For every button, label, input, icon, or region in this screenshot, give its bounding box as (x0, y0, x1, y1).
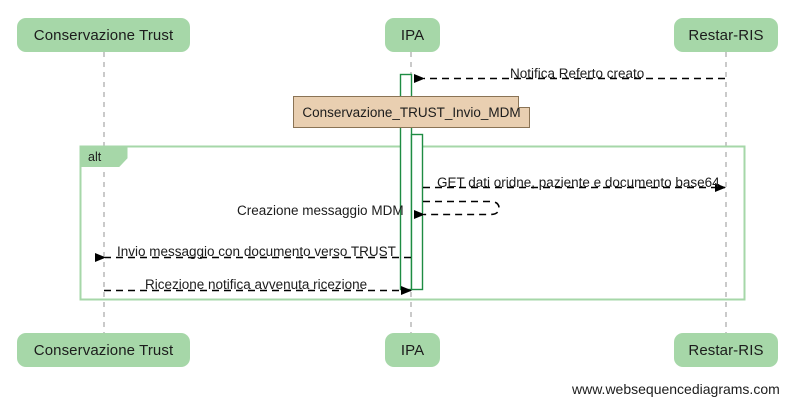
alt-operator-tab (80, 146, 128, 167)
footer-credit-link[interactable]: www.websequencediagrams.com (572, 381, 780, 397)
participant-header-label-conservazione-trust: Conservazione Trust (33, 26, 174, 44)
participant-header-restar-ris[interactable]: Restar-RIS (674, 18, 778, 52)
message-label-invio-messaggio-trust: Invio messaggio con documento verso TRUS… (117, 244, 396, 259)
participant-footer-restar-ris[interactable]: Restar-RIS (674, 333, 778, 367)
message-arrows (95, 74, 726, 295)
note-fold-corner-icon (518, 96, 530, 108)
alt-fragment-frame (79, 145, 746, 301)
note-label: Conservazione_TRUST_Invio_MDM (302, 104, 521, 120)
alt-fragment-operator-label: alt (88, 150, 102, 164)
participant-footer-label-conservazione-trust: Conservazione Trust (33, 341, 174, 359)
note-conservazione-trust-invio-mdm: Conservazione_TRUST_Invio_MDM (293, 96, 530, 128)
activation-bar-inner (410, 133, 424, 291)
message-label-ricezione-notifica: Ricezione notifica avvenuta ricezione (145, 277, 368, 292)
participant-footer-ipa[interactable]: IPA (385, 333, 440, 367)
participant-header-label-ipa: IPA (400, 26, 425, 44)
participant-header-label-restar-ris: Restar-RIS (688, 26, 764, 44)
message-label-creazione-messaggio-mdm: Creazione messaggio MDM (237, 203, 404, 218)
participant-header-ipa[interactable]: IPA (385, 18, 440, 52)
message-label-get-dati-ordine: GET dati oridne, paziente e documento ba… (437, 175, 720, 190)
participant-footer-label-ipa: IPA (400, 341, 425, 359)
message-label-notifica-referto-creato: Notifica Referto creato (510, 66, 645, 81)
participant-header-conservazione-trust[interactable]: Conservazione Trust (17, 18, 190, 52)
participant-footer-conservazione-trust[interactable]: Conservazione Trust (17, 333, 190, 367)
participant-footer-label-restar-ris: Restar-RIS (688, 341, 764, 359)
message-arrow-creazione-messaggio-mdm (414, 200, 500, 219)
